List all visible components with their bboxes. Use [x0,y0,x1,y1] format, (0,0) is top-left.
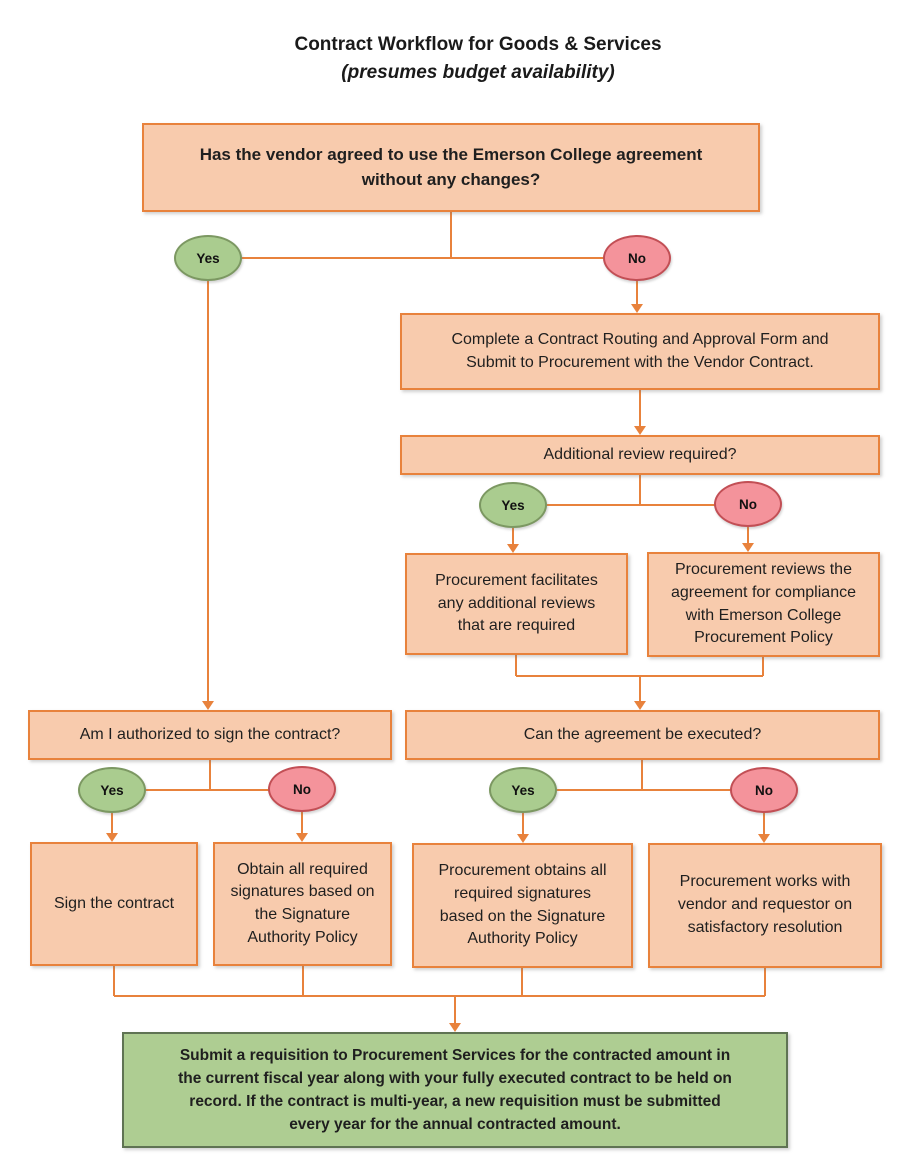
page-title: Contract Workflow for Goods & Services [294,34,662,55]
yes-badge-authorized: Yes [78,767,146,813]
yes-badge-executed: Yes [489,767,557,813]
node-additional-review-question: Additional review required? [400,435,880,475]
node-procurement-facilitates-reviews: Procurement facilitates any additional r… [405,553,628,655]
node-authorized-question: Am I authorized to sign the contract? [28,710,392,760]
no-badge-executed: No [730,767,798,813]
no-badge-vendor: No [603,235,671,281]
node-complete-routing-form: Complete a Contract Routing and Approval… [400,313,880,390]
node-obtain-signatures: Obtain all required signatures based on … [213,842,392,966]
node-procurement-reviews-compliance: Procurement reviews the agreement for co… [647,552,880,657]
node-executed-question: Can the agreement be executed? [405,710,880,760]
page-subtitle: (presumes budget availability) [341,62,615,83]
node-procurement-obtains-signatures: Procurement obtains all required signatu… [412,843,633,968]
no-badge-authorized: No [268,766,336,812]
no-badge-additional-review: No [714,481,782,527]
node-submit-requisition: Submit a requisition to Procurement Serv… [122,1032,788,1148]
yes-badge-additional-review: Yes [479,482,547,528]
node-sign-contract: Sign the contract [30,842,198,966]
node-procurement-works-resolution: Procurement works with vendor and reques… [648,843,882,968]
yes-badge-vendor: Yes [174,235,242,281]
node-vendor-question: Has the vendor agreed to use the Emerson… [142,123,760,212]
